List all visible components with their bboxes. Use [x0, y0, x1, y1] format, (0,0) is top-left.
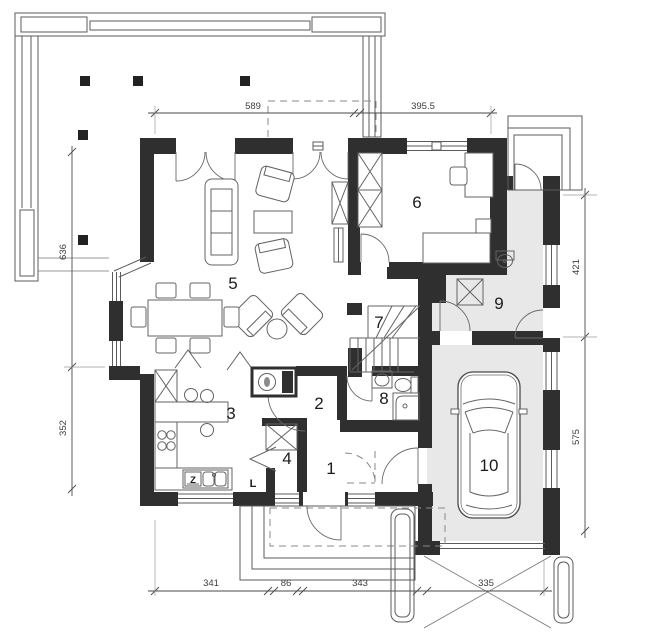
terrace-door2-left — [292, 151, 321, 180]
stool — [200, 423, 214, 437]
utility-fixtures — [456, 250, 515, 306]
terrace-french-door-right — [205, 151, 236, 182]
fridge-label: L — [250, 478, 257, 490]
porch-canopy-dashed — [269, 507, 446, 547]
stool — [200, 389, 214, 403]
dim-bottom-3: 343 — [352, 578, 368, 589]
car-mirror — [518, 408, 528, 415]
fireplace — [250, 366, 298, 398]
dimension-bottom: 341 86 343 335 — [148, 520, 552, 596]
dim-top-1: 589 — [245, 101, 261, 112]
room6-door — [360, 233, 390, 263]
desk — [464, 152, 494, 198]
armchair — [280, 292, 324, 336]
dim-right-1: 421 — [571, 259, 582, 275]
sink-label: Z — [190, 475, 196, 486]
toilet — [394, 378, 412, 392]
porch-door — [306, 505, 342, 541]
room-label-4: 4 — [282, 449, 291, 468]
dimension-right: 421 575 — [563, 188, 597, 538]
bathroom-door — [346, 375, 373, 402]
dim-right-2: 575 — [571, 429, 582, 445]
kitchen-unit — [154, 369, 233, 491]
armchair — [254, 238, 294, 274]
room-label-10: 10 — [480, 456, 499, 475]
room-label-6: 6 — [412, 193, 421, 212]
pillow — [475, 218, 492, 234]
armchair — [255, 165, 295, 203]
utility-room-floor — [432, 190, 543, 331]
washbasin — [371, 370, 393, 389]
hall-living-portal — [267, 393, 306, 432]
dim-top-2: 395.5 — [411, 101, 435, 112]
living-room-furniture — [174, 165, 349, 371]
boiler — [456, 278, 484, 306]
armchair — [230, 294, 274, 338]
windows — [112, 141, 558, 549]
folding-door-mark — [248, 446, 277, 472]
room-label-7: 7 — [374, 313, 383, 332]
floor-marks — [174, 349, 254, 371]
side-table — [266, 318, 288, 340]
room6-furniture — [357, 152, 494, 264]
shower — [392, 392, 420, 421]
porch-driveway — [239, 505, 574, 629]
front-entry-door — [514, 163, 542, 191]
pillar — [390, 508, 415, 623]
tap — [211, 472, 217, 478]
sink-unit — [182, 469, 229, 489]
terrace-pergola — [14, 12, 386, 282]
room-label-8: 8 — [379, 389, 388, 408]
pergola-posts — [78, 76, 250, 245]
staircase — [349, 305, 420, 373]
counter-peninsula — [154, 401, 229, 423]
dim-left-2: 352 — [58, 420, 69, 436]
dim-bottom-1: 341 — [203, 578, 219, 589]
canopy-overhang-dashed — [267, 100, 377, 137]
dimension-left: 636 352 — [58, 146, 105, 496]
driveway-mark — [423, 555, 552, 629]
room-label-9: 9 — [494, 294, 503, 313]
dimension-top: 589 395.5 — [148, 101, 497, 134]
room-label-5: 5 — [228, 274, 237, 293]
room-labels: 1 2 3 4 5 6 7 8 9 10 L Z — [190, 193, 504, 490]
counter-bottom — [154, 467, 233, 491]
toilet-tank — [410, 376, 419, 394]
garage-car — [450, 371, 528, 519]
sink-bowl — [214, 471, 227, 487]
dishwasher — [184, 471, 202, 487]
optional-door-dashed — [344, 451, 376, 484]
utility-garage-door — [439, 300, 471, 332]
bathroom-fixtures — [371, 370, 420, 421]
utility-exterior-door — [514, 309, 544, 339]
closet-room4 — [248, 423, 298, 472]
dim-bottom-4: 335 — [478, 578, 494, 589]
desk-chair — [449, 166, 468, 186]
entry-steps — [507, 115, 583, 191]
stool — [184, 388, 198, 402]
terrace-french-door-left — [175, 151, 206, 182]
dim-left-1: 636 — [58, 244, 69, 260]
hall-garage-door — [381, 447, 419, 485]
room-label-1: 1 — [326, 459, 335, 478]
room-label-2: 2 — [314, 394, 323, 413]
pillar — [553, 556, 574, 624]
bed — [422, 232, 491, 264]
dim-bottom-2: 86 — [281, 578, 292, 589]
car-mirror — [450, 408, 460, 415]
room-label-3: 3 — [226, 404, 235, 423]
sink-bowl — [202, 471, 215, 487]
coffee-table — [253, 210, 293, 234]
terrace-door2-right — [320, 151, 349, 180]
dining-set — [130, 282, 240, 354]
